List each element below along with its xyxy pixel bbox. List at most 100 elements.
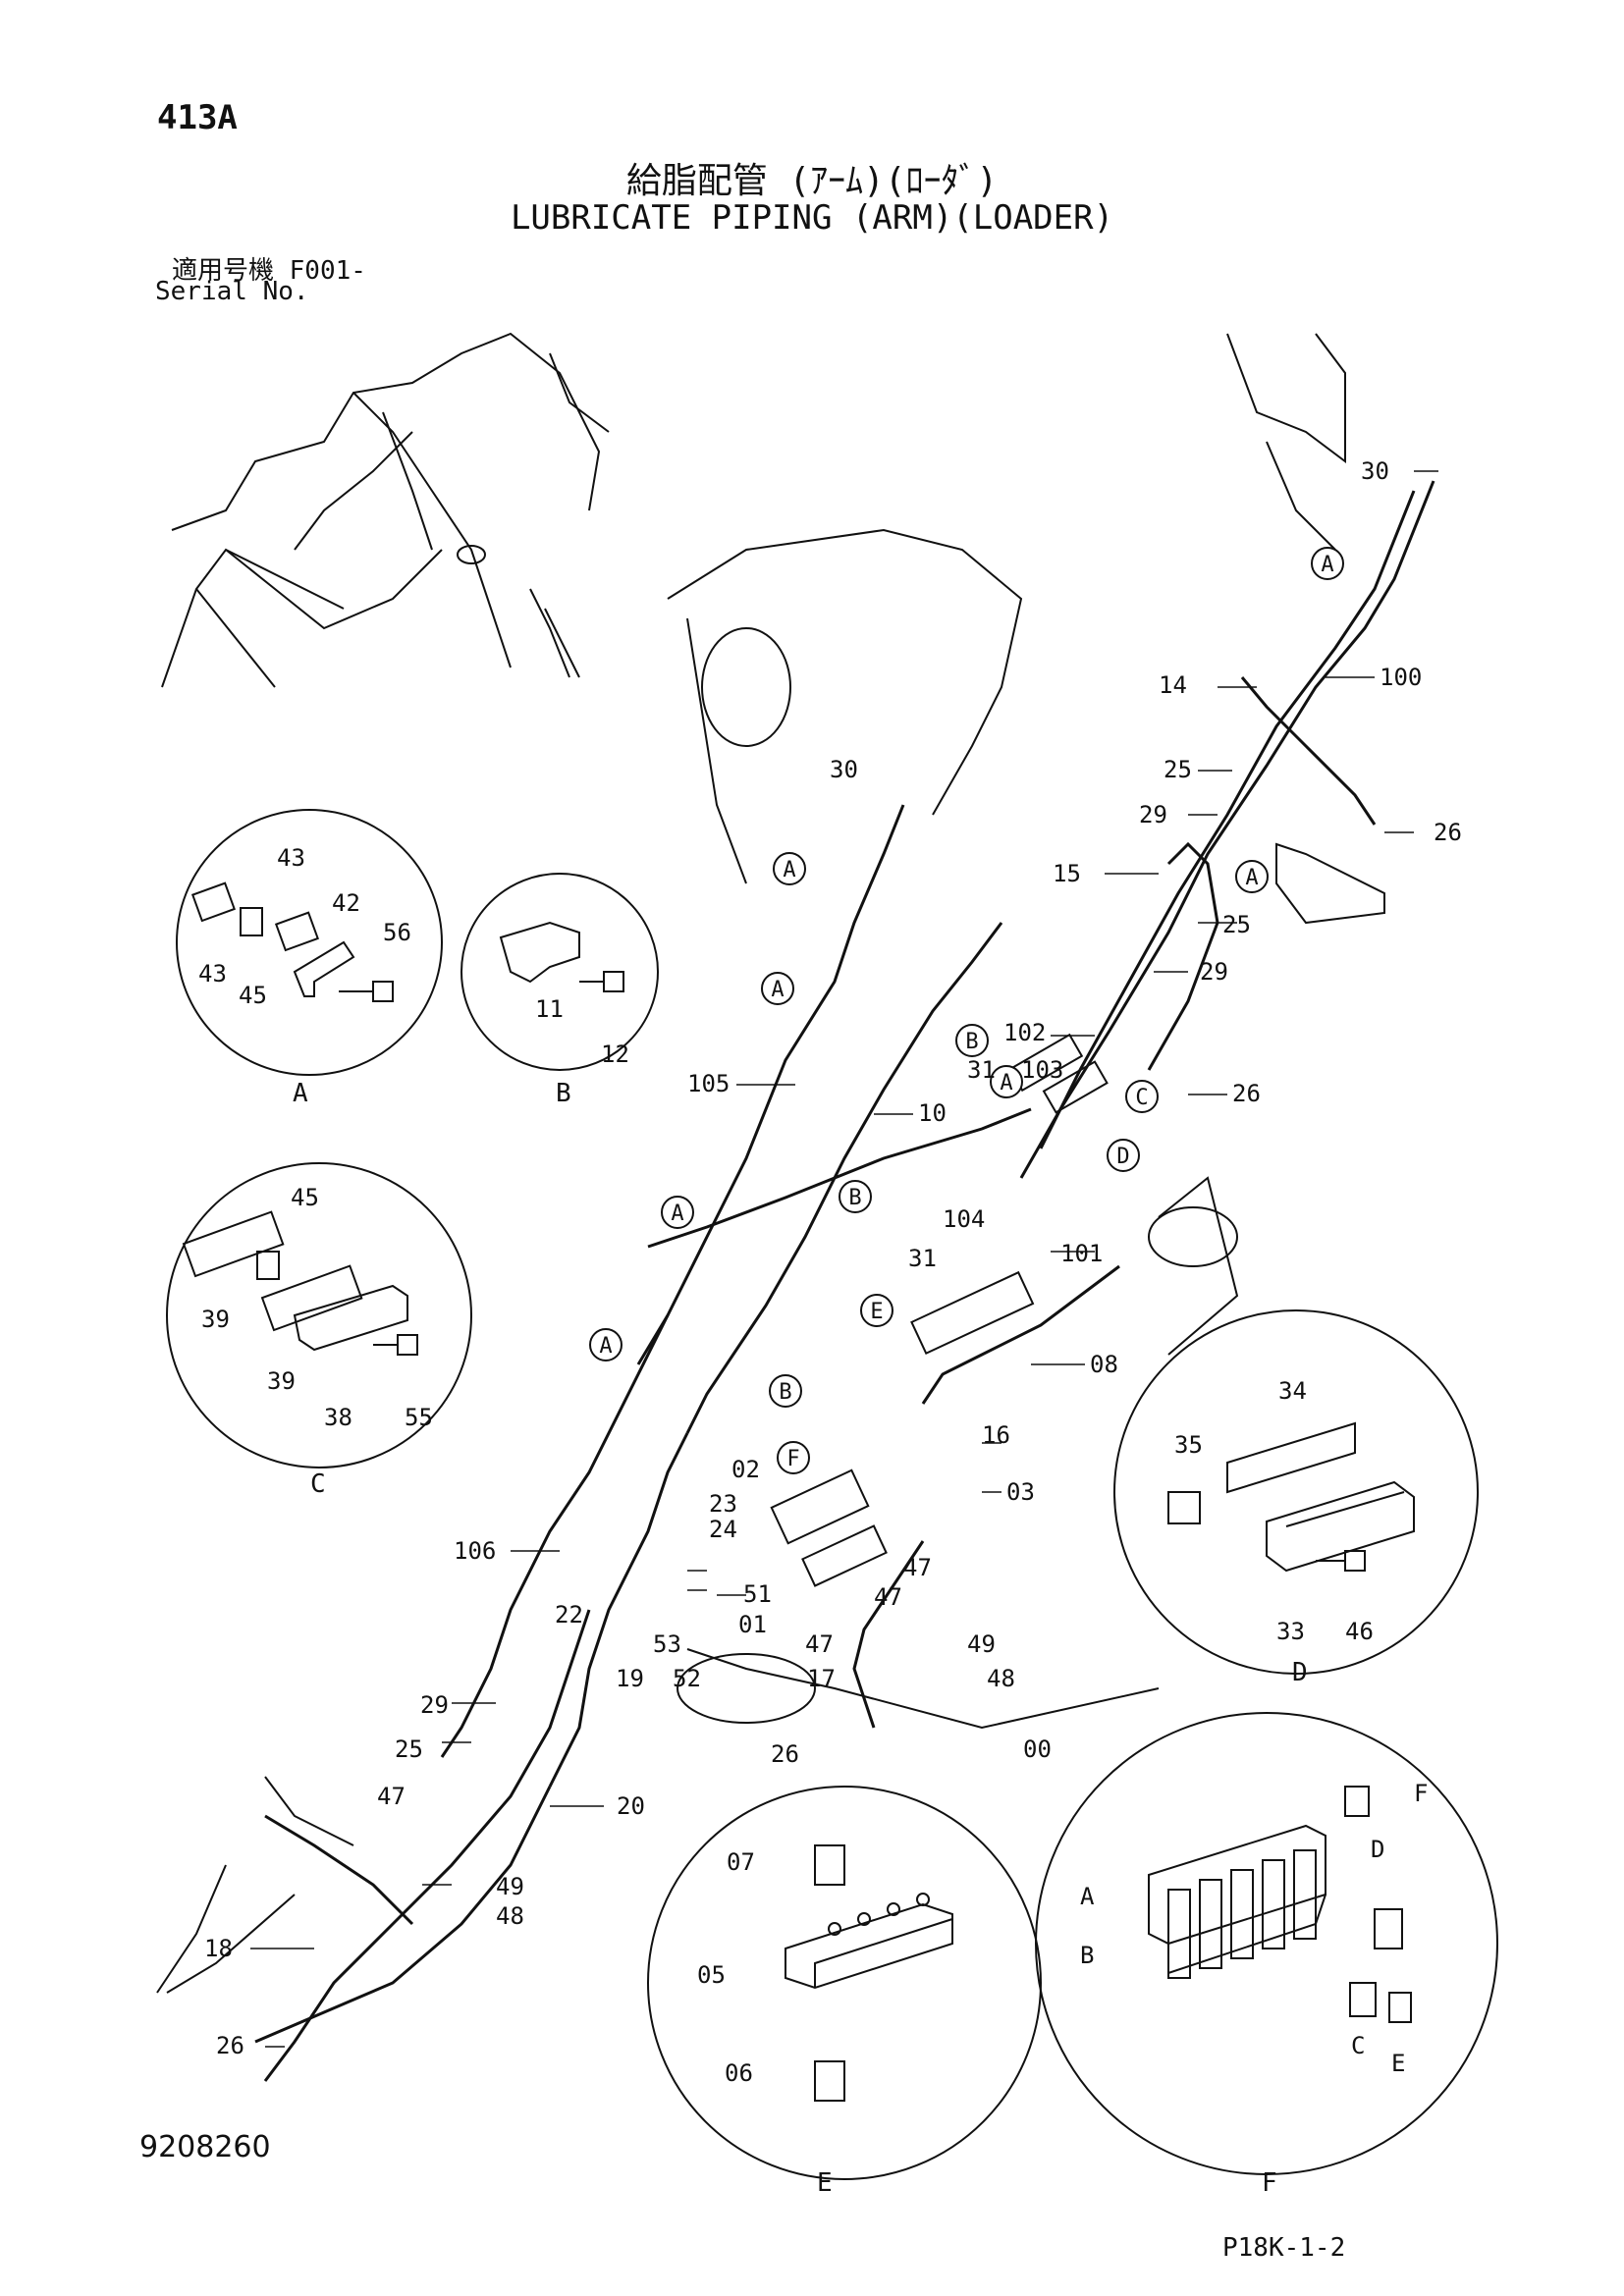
- detail-a-56: 56: [383, 919, 411, 946]
- bubble-a-5: A: [1000, 1071, 1012, 1095]
- detail-A-parts: [190, 881, 394, 1002]
- detail-e-07: 07: [727, 1848, 755, 1876]
- callout-26-mid: 26: [1232, 1080, 1261, 1107]
- detail-d-46: 46: [1345, 1618, 1374, 1645]
- reference-bubbles: [589, 547, 1344, 1474]
- callout-104: 104: [943, 1205, 985, 1233]
- callout-23: 23: [709, 1490, 737, 1518]
- bubble-d: D: [1116, 1145, 1129, 1169]
- callout-02: 02: [731, 1456, 760, 1483]
- callout-26-top: 26: [1434, 819, 1462, 846]
- callout-25-low: 25: [395, 1735, 423, 1763]
- callout-106: 106: [454, 1537, 496, 1565]
- detail-f-label: F: [1262, 2168, 1277, 2198]
- callout-29-mid: 29: [1200, 958, 1228, 986]
- bubble-a-7: A: [599, 1334, 612, 1359]
- detail-C-parts: [182, 1210, 418, 1356]
- bubble-f: F: [786, 1447, 799, 1471]
- callout-25-mid: 25: [1222, 911, 1251, 938]
- callout-103: 103: [1021, 1056, 1063, 1084]
- detail-c-55: 55: [405, 1404, 433, 1431]
- detail-circle-A: [176, 809, 443, 1076]
- detail-c-38: 38: [324, 1404, 352, 1431]
- detail-f-B: B: [1080, 1942, 1094, 1969]
- callout-49-low: 49: [496, 1873, 524, 1900]
- callout-100: 100: [1380, 664, 1422, 691]
- detail-f-A: A: [1080, 1883, 1095, 1910]
- detail-d-35: 35: [1174, 1431, 1203, 1459]
- bubble-b-2: B: [848, 1186, 861, 1210]
- detail-E-parts: [785, 1844, 953, 2102]
- callout-10: 10: [918, 1099, 947, 1127]
- bubble-e: E: [870, 1300, 883, 1324]
- callout-30-mid: 30: [830, 756, 858, 783]
- callout-47-b: 47: [874, 1583, 902, 1611]
- detail-f-D: D: [1371, 1836, 1384, 1863]
- callout-25-top: 25: [1164, 756, 1192, 783]
- bubble-a-2: A: [1245, 866, 1258, 890]
- bubble-b-3: B: [779, 1380, 791, 1405]
- callout-31-top: 31: [967, 1056, 996, 1084]
- pipe-runs: [254, 480, 1435, 2082]
- callout-19: 19: [616, 1665, 644, 1692]
- callout-48-mid: 48: [987, 1665, 1015, 1692]
- detail-d-34: 34: [1278, 1377, 1307, 1405]
- detail-f-00: 00: [1023, 1735, 1052, 1763]
- callout-49-mid: 49: [967, 1630, 996, 1658]
- callout-08: 08: [1090, 1351, 1118, 1378]
- callout-47-c: 47: [805, 1630, 834, 1658]
- callout-26-low: 26: [771, 1740, 799, 1768]
- detail-F-parts: [1148, 1786, 1412, 2023]
- detail-B-parts: [499, 921, 624, 992]
- label-layer: 43 43 42 56 45 A 11 12 B 45 39 39 38 55 …: [198, 457, 1462, 2198]
- callout-53: 53: [653, 1630, 681, 1658]
- detail-e-05: 05: [697, 1961, 726, 1989]
- bubble-a-1: A: [1321, 553, 1333, 577]
- detail-circle-F: [1035, 1712, 1498, 2175]
- arm-structure: [156, 333, 1385, 1994]
- callout-101: 101: [1060, 1240, 1103, 1267]
- callout-22: 22: [555, 1601, 583, 1629]
- callout-105: 105: [687, 1070, 730, 1097]
- detail-circle-B: [460, 873, 659, 1071]
- callout-14: 14: [1159, 671, 1187, 699]
- bubble-a-4: A: [771, 978, 784, 1002]
- document-number: 9208260: [139, 2130, 271, 2164]
- callout-52: 52: [673, 1665, 701, 1692]
- title-japanese: 給脂配管 (ｱｰﾑ)(ﾛｰﾀﾞ): [625, 161, 999, 201]
- detail-e-06: 06: [725, 2059, 753, 2087]
- page-code: P18K-1-2: [1222, 2233, 1346, 2263]
- bubble-b-1: B: [965, 1030, 978, 1054]
- detail-a-43-top: 43: [277, 844, 305, 872]
- detail-c-label: C: [310, 1469, 326, 1499]
- detail-D-parts: [1167, 1421, 1415, 1573]
- callout-48-low: 48: [496, 1902, 524, 1930]
- detail-c-39-mid: 39: [267, 1367, 296, 1395]
- callout-15: 15: [1053, 860, 1081, 887]
- detail-e-label: E: [817, 2168, 833, 2198]
- bubble-a-6: A: [671, 1201, 683, 1226]
- callout-29-low: 29: [420, 1691, 449, 1719]
- callout-30-top: 30: [1361, 457, 1389, 485]
- detail-a-label: A: [293, 1079, 308, 1108]
- detail-f-E: E: [1391, 2050, 1405, 2077]
- detail-circle-C: [166, 1162, 472, 1468]
- detail-b-12: 12: [601, 1041, 629, 1068]
- serial-label-japanese: 適用号機 F001-: [172, 256, 366, 286]
- page-id: 413A: [157, 98, 238, 137]
- detail-d-label: D: [1292, 1658, 1308, 1687]
- loader-overview-sketch: [161, 332, 610, 688]
- callout-01: 01: [738, 1611, 767, 1638]
- callout-29-top: 29: [1139, 801, 1167, 828]
- detail-a-42: 42: [332, 889, 360, 917]
- callout-102: 102: [1003, 1019, 1046, 1046]
- bubble-a-3: A: [783, 858, 795, 882]
- callout-47-d: 47: [377, 1783, 406, 1810]
- callout-20: 20: [617, 1792, 645, 1820]
- detail-a-43-left: 43: [198, 960, 227, 988]
- callout-03: 03: [1006, 1478, 1035, 1506]
- detail-b-11: 11: [535, 995, 564, 1023]
- detail-c-45: 45: [291, 1184, 319, 1211]
- callout-31-mid: 31: [908, 1245, 937, 1272]
